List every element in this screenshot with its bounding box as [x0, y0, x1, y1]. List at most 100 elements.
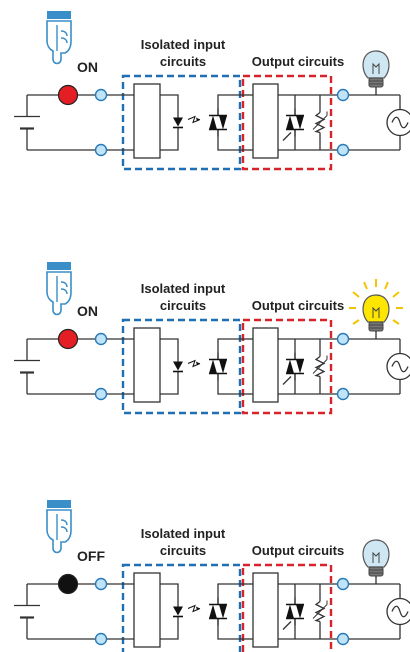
varistor-zigzag [314, 111, 326, 134]
triac-icon [286, 108, 304, 137]
battery-icon [14, 604, 40, 619]
ac-circle [386, 352, 410, 381]
light-arrow [187, 604, 201, 613]
bulb-filament [372, 62, 380, 74]
bulb-ray [392, 319, 400, 325]
wire [312, 115, 328, 130]
battery-icon [14, 359, 40, 374]
triac-icon [209, 108, 227, 137]
hand-folds [60, 519, 68, 533]
terminal [336, 88, 350, 102]
ac-circle [386, 108, 410, 137]
switch-icon [57, 328, 79, 350]
varistor-zigzag [314, 600, 326, 623]
terminal [94, 143, 108, 157]
arrow-head [196, 117, 200, 122]
wire [217, 94, 240, 109]
triac-diode [286, 359, 294, 374]
arrow-head [196, 361, 200, 366]
ac-wave [391, 360, 409, 373]
output-title: Output circuits [252, 298, 344, 313]
terminal [336, 143, 350, 157]
varistor-zigzag [314, 355, 326, 378]
input-title-line2: circuits [160, 54, 206, 69]
output-circuit-box [241, 318, 333, 415]
triac-diode [286, 604, 294, 619]
terminal [94, 88, 108, 102]
bulb-base [368, 566, 384, 577]
output-circuit-box [241, 563, 333, 652]
varistor-icon [312, 95, 328, 150]
wire [217, 136, 240, 151]
bulb-glass [362, 294, 390, 323]
triac-diode [296, 115, 304, 130]
input-title-line2: circuits [160, 298, 206, 313]
triac-icon [209, 597, 227, 626]
bulb-base [368, 77, 384, 88]
photocoupler-icon [160, 338, 201, 395]
input-title-line1: Isolated input [141, 526, 226, 541]
bulb-filament [372, 306, 380, 318]
light-bulb-icon [349, 279, 403, 332]
wire [217, 338, 240, 353]
light-bulb-icon [362, 539, 390, 577]
triac-diode [296, 359, 304, 374]
terminal [94, 632, 108, 646]
wire [282, 376, 292, 385]
triac-diode [286, 115, 294, 130]
output-circuit-box [241, 74, 333, 171]
ac-source-icon [386, 352, 410, 381]
arrow-head [196, 606, 200, 611]
wire [217, 583, 240, 598]
ac-source-icon [386, 597, 410, 626]
switch-label: OFF [77, 548, 105, 564]
switch-icon [57, 573, 79, 595]
triac-diode [209, 604, 217, 619]
wire [282, 132, 292, 141]
input-title-line2: circuits [160, 543, 206, 558]
input-block [133, 327, 161, 403]
input-block [133, 83, 161, 159]
wire [160, 94, 179, 118]
bulb-ray [352, 291, 360, 298]
isolated-input-box [121, 318, 242, 415]
photocoupler-icon [160, 94, 201, 151]
triac-diode [209, 115, 217, 130]
switch-icon [57, 84, 79, 106]
wire [160, 338, 179, 362]
ac-source-icon [386, 108, 410, 137]
hand-folds [60, 281, 68, 295]
terminal [336, 387, 350, 401]
terminal [336, 577, 350, 591]
battery-icon [14, 115, 40, 130]
hand-folds [60, 30, 68, 44]
led [173, 361, 183, 371]
light-bulb-icon [362, 50, 390, 88]
wire [160, 616, 179, 640]
varistor-icon [312, 339, 328, 394]
bulb-ray [392, 291, 400, 298]
wire [312, 359, 328, 374]
bulb-ray [352, 319, 360, 325]
wire [160, 371, 179, 395]
pointing-hand-icon [46, 262, 72, 316]
bulb-glass [362, 50, 390, 79]
ac-circle [386, 597, 410, 626]
ac-wave [391, 605, 409, 618]
led [173, 606, 183, 616]
triac-diode [219, 359, 227, 374]
input-title-line1: Isolated input [141, 281, 226, 296]
terminal [94, 577, 108, 591]
bulb-filament [372, 551, 380, 563]
switch-label: ON [77, 303, 98, 319]
terminal [336, 332, 350, 346]
bulb-ray [384, 281, 389, 290]
hand-cuff [47, 500, 71, 508]
led [173, 117, 183, 127]
light-arrow [187, 115, 201, 124]
wire [160, 127, 179, 151]
wire [312, 604, 328, 619]
